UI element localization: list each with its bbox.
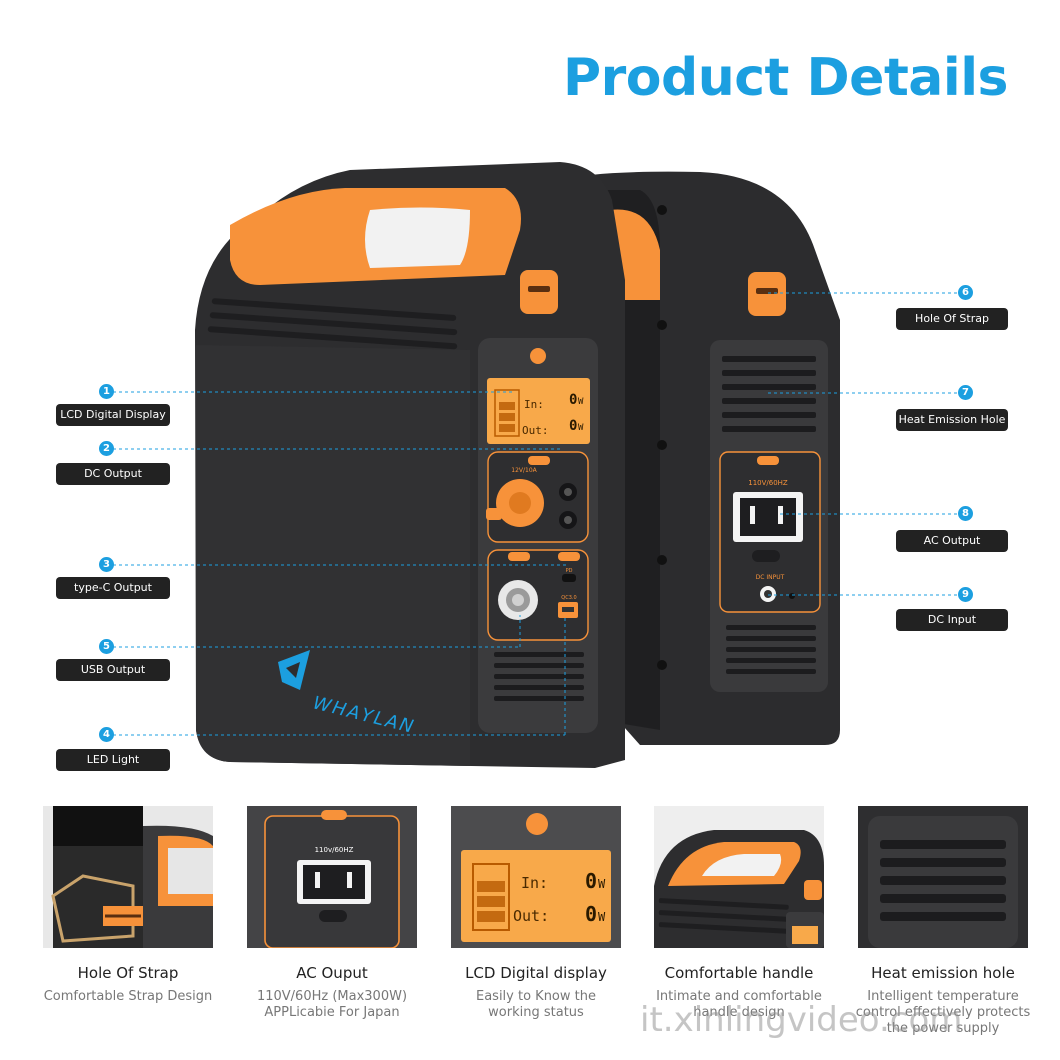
callout-number-8: 8 — [958, 506, 973, 521]
callout-dc-input: DC Input — [896, 609, 1008, 631]
screen-in-unit: W — [578, 397, 584, 407]
thumb-screen-in-label: In: — [521, 874, 548, 892]
thumb-screen-out-unit: W — [598, 910, 606, 924]
feature-title-ac: AC Ouput — [296, 964, 368, 982]
dc-label: 12V/10A — [511, 467, 537, 474]
back-dc-label: DC INPUT — [756, 574, 785, 581]
feature-title-handle: Comfortable handle — [664, 964, 814, 982]
thumb-screen-out-label: Out: — [513, 907, 549, 925]
callout-led-light: LED Light — [56, 749, 170, 771]
screen-in-value: 0 — [569, 392, 577, 408]
thumb-ac-label: 110v/60HZ — [315, 846, 354, 854]
feature-desc-ac: 110V/60Hz (Max300W) APPLicabie For Japan — [256, 989, 408, 1020]
callout-number-4: 4 — [99, 727, 114, 742]
feature-desc-heat: Intelligent temperature control effectiv… — [855, 989, 1031, 1036]
thumb-screen-in-unit: W — [598, 877, 606, 891]
thumb-ac-output: 110v/60HZ — [247, 806, 417, 948]
callout-dc-output: DC Output — [56, 463, 170, 485]
callout-number-5: 5 — [99, 639, 114, 654]
feature-title-strap: Hole Of Strap — [77, 964, 179, 982]
thumb-handle — [654, 806, 824, 948]
thumb-hole-of-strap — [43, 806, 213, 948]
callout-number-9: 9 — [958, 587, 973, 602]
feature-title-heat: Heat emission hole — [871, 964, 1015, 982]
screen-out-unit: W — [578, 423, 584, 433]
page-title: Product Details — [563, 48, 1009, 108]
callout-number-1: 1 — [99, 384, 114, 399]
front-unit: In: 0 W Out: 0 W 12V/10A PD QC3.0 — [195, 162, 625, 768]
thumb-screen-out-value: 0 — [585, 902, 597, 926]
callout-usb-output: USB Output — [56, 659, 170, 681]
callout-type-c-output: type-C Output — [56, 577, 170, 599]
thumb-heat-emission — [858, 806, 1028, 948]
screen-out-value: 0 — [569, 418, 577, 434]
callout-heat-emission: Heat Emission Hole — [896, 409, 1008, 431]
thumb-screen-in-value: 0 — [585, 869, 597, 893]
callout-number-3: 3 — [99, 557, 114, 572]
thumb-lcd-display: In: 0 W Out: 0 W — [451, 806, 621, 948]
callout-lcd-display: LCD Digital Display — [56, 404, 170, 426]
callout-number-2: 2 — [99, 441, 114, 456]
callout-ac-output: AC Output — [896, 530, 1008, 552]
feature-title-lcd: LCD Digital display — [465, 964, 607, 982]
callout-hole-of-strap: Hole Of Strap — [896, 308, 1008, 330]
screen-out-label: Out: — [522, 424, 549, 437]
usb-c-label: PD — [566, 568, 573, 574]
watermark: it.xinlingvideo.com — [640, 1000, 963, 1040]
feature-desc-handle: Intimate and comfortable handle design — [656, 989, 822, 1020]
screen-in-label: In: — [524, 398, 544, 411]
callout-number-7: 7 — [958, 385, 973, 400]
feature-desc-strap: Comfortable Strap Design — [43, 989, 213, 1004]
usb-a-label: QC3.0 — [561, 595, 576, 601]
feature-desc-lcd: Easily to Know the working status — [475, 989, 596, 1020]
callout-leaders — [113, 292, 958, 736]
product-illustration: 110V/60HZ DC INPUT — [113, 162, 958, 768]
callout-number-6: 6 — [958, 285, 973, 300]
back-ac-label: 110V/60HZ — [748, 479, 788, 487]
